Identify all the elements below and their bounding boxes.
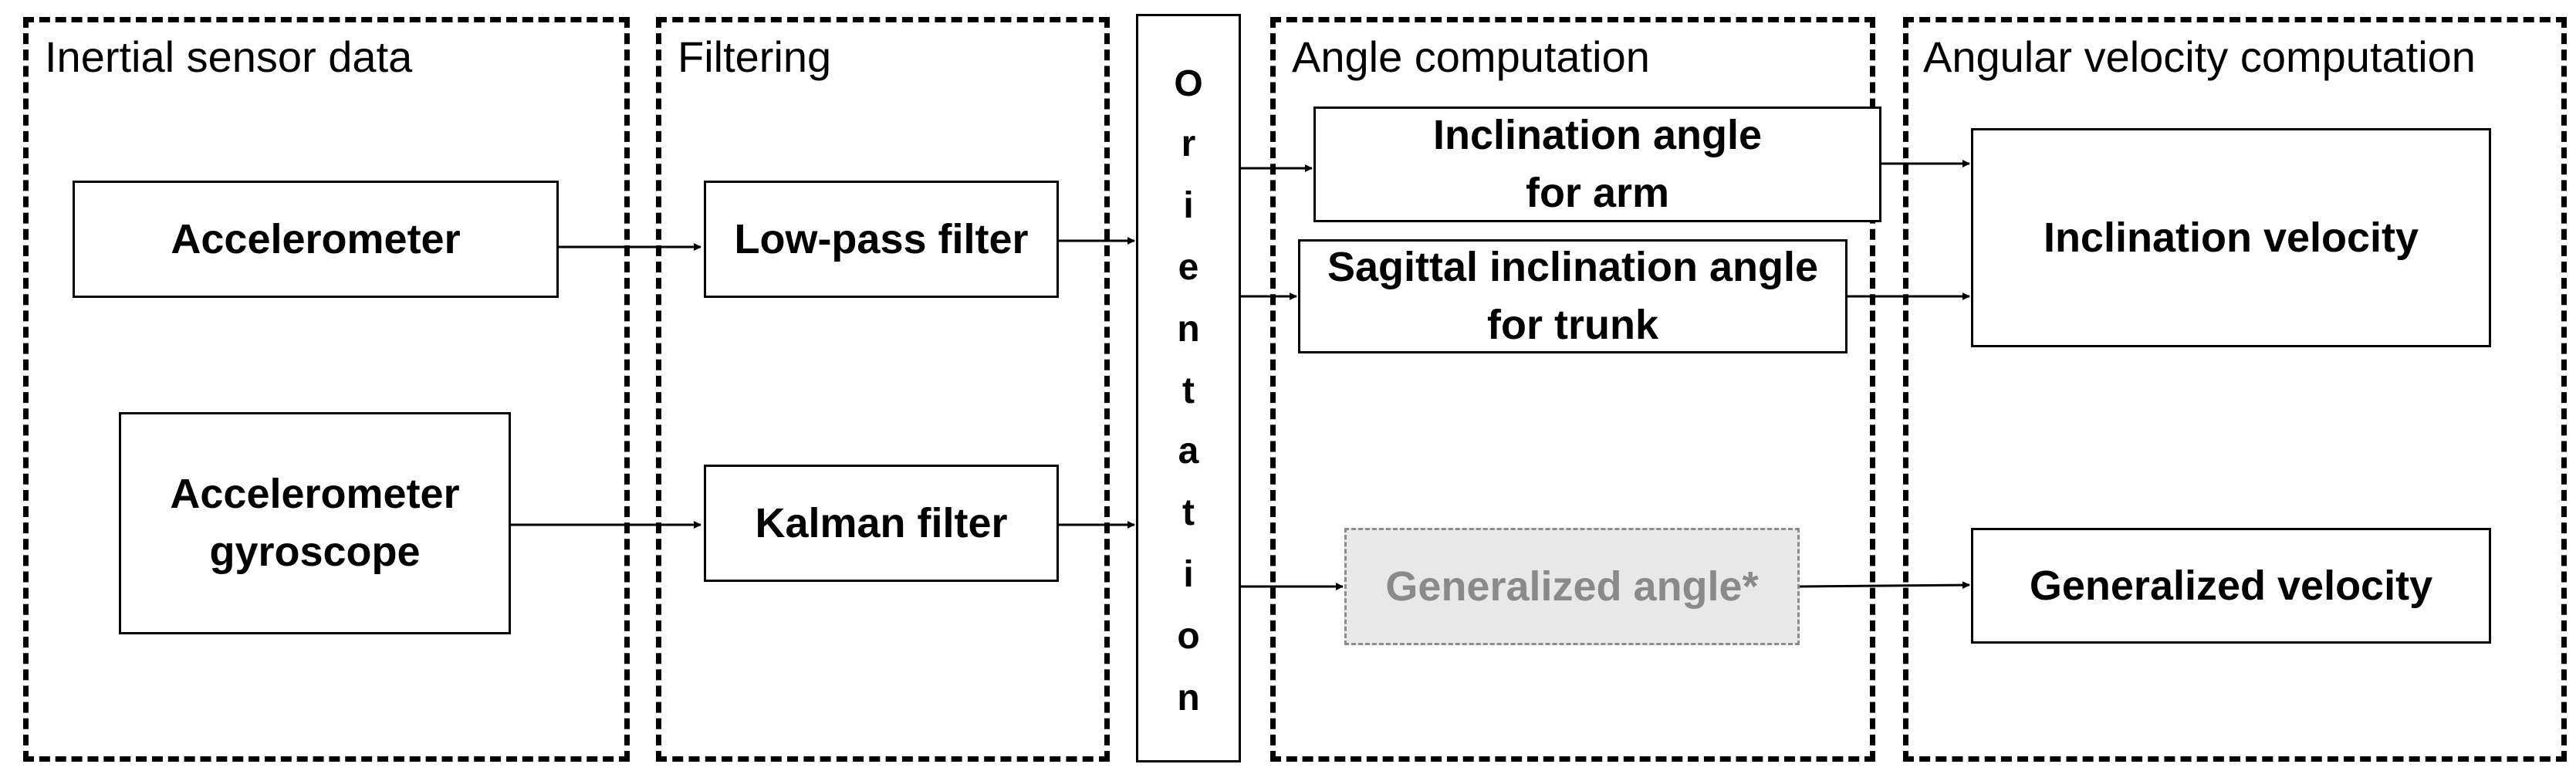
- orientation-letter: e: [1178, 247, 1199, 288]
- inclination-velocity-box: Inclination velocity: [1971, 128, 2491, 347]
- orientation-letter: i: [1183, 185, 1194, 226]
- orientation-letter: o: [1177, 616, 1200, 657]
- sagittal-inclination-angle-trunk-box: Sagittal inclination angle for trunk: [1298, 239, 1847, 353]
- orientation-letter: a: [1178, 431, 1199, 472]
- group-angle-computation: [1270, 17, 1875, 762]
- kalman-filter-box: Kalman filter: [704, 465, 1059, 582]
- group-angular-velocity-computation: [1903, 17, 2567, 762]
- orientation-letter: r: [1181, 123, 1196, 164]
- low-pass-filter-box: Low-pass filter: [704, 181, 1059, 298]
- generalized-velocity-box: Generalized velocity: [1971, 528, 2491, 644]
- group-filtering: [656, 17, 1110, 762]
- generalized-angle-box: Generalized angle*: [1344, 528, 1800, 645]
- group-label-angle-computation: Angle computation: [1292, 32, 1650, 81]
- orientation-letter: t: [1182, 492, 1195, 533]
- group-label-filtering: Filtering: [678, 32, 832, 81]
- orientation-letter: t: [1182, 370, 1195, 411]
- orientation-letter: n: [1177, 678, 1200, 718]
- group-label-angular-velocity-computation: Angular velocity computation: [1923, 32, 2476, 81]
- group-inertial-sensor-data: [23, 17, 630, 762]
- orientation-letter: O: [1174, 63, 1203, 104]
- accelerometer-gyroscope-box: Accelerometer gyroscope: [119, 412, 511, 634]
- orientation-letter: n: [1177, 309, 1200, 350]
- orientation-letter: i: [1183, 554, 1194, 595]
- accelerometer-box: Accelerometer: [73, 181, 559, 298]
- inclination-angle-arm-box: Inclination angle for arm: [1313, 106, 1881, 222]
- orientation-box: O r i e n t a t i o n: [1136, 14, 1241, 762]
- group-label-inertial-sensor-data: Inertial sensor data: [45, 32, 413, 81]
